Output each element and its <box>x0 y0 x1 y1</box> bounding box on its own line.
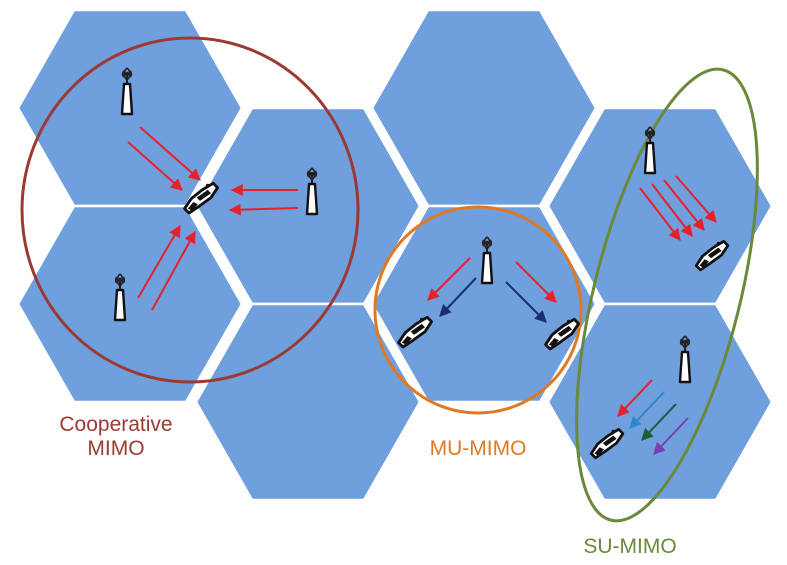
hex-cell <box>194 302 422 502</box>
hex-cell <box>370 204 598 404</box>
antenna-tower-icon <box>643 125 657 175</box>
cooperative-mimo-outline <box>20 36 360 384</box>
antenna-tower-icon <box>678 334 692 384</box>
mu-mimo-outline <box>373 205 583 415</box>
antenna-tower-icon <box>113 272 127 322</box>
su-mimo-label: SU-MIMO <box>583 535 677 558</box>
signal-arrow <box>651 183 693 237</box>
signal-arrow <box>427 257 471 301</box>
cooperative-arrows <box>127 126 299 311</box>
antenna-tower-icon <box>480 235 494 285</box>
signal-arrow <box>505 281 547 323</box>
hex-cell <box>546 106 774 306</box>
signal-arrow <box>515 261 557 303</box>
hex-cell <box>370 8 598 208</box>
signal-arrow <box>617 379 653 417</box>
signal-arrow <box>439 277 477 317</box>
signal-arrow <box>629 391 665 429</box>
signal-arrow <box>639 187 681 241</box>
signal-arrow <box>139 126 201 181</box>
signal-arrow <box>663 179 705 231</box>
signal-arrow <box>641 403 677 441</box>
su-mimo-arrows-bottom <box>617 379 689 455</box>
signal-arrow <box>127 141 183 191</box>
mu-mimo-label: MU-MIMO <box>429 437 527 460</box>
cooperative-mimo-label-line2: MIMO <box>87 437 145 460</box>
mu-mimo-arrows <box>427 257 557 323</box>
antenna-tower-icon <box>120 66 134 116</box>
hex-cell <box>16 204 244 404</box>
signal-arrow <box>137 224 181 299</box>
antenna-tower-icon <box>305 166 319 216</box>
signal-arrow <box>228 203 299 216</box>
su-mimo-arrows-top <box>639 175 717 241</box>
cooperative-mimo-label: Cooperative MIMO <box>38 413 194 461</box>
signal-arrow <box>653 417 689 455</box>
signal-arrow <box>151 230 196 311</box>
signal-arrow <box>675 175 717 223</box>
su-mimo-outline <box>575 67 759 523</box>
cooperative-mimo-label-line1: Cooperative <box>59 413 173 436</box>
